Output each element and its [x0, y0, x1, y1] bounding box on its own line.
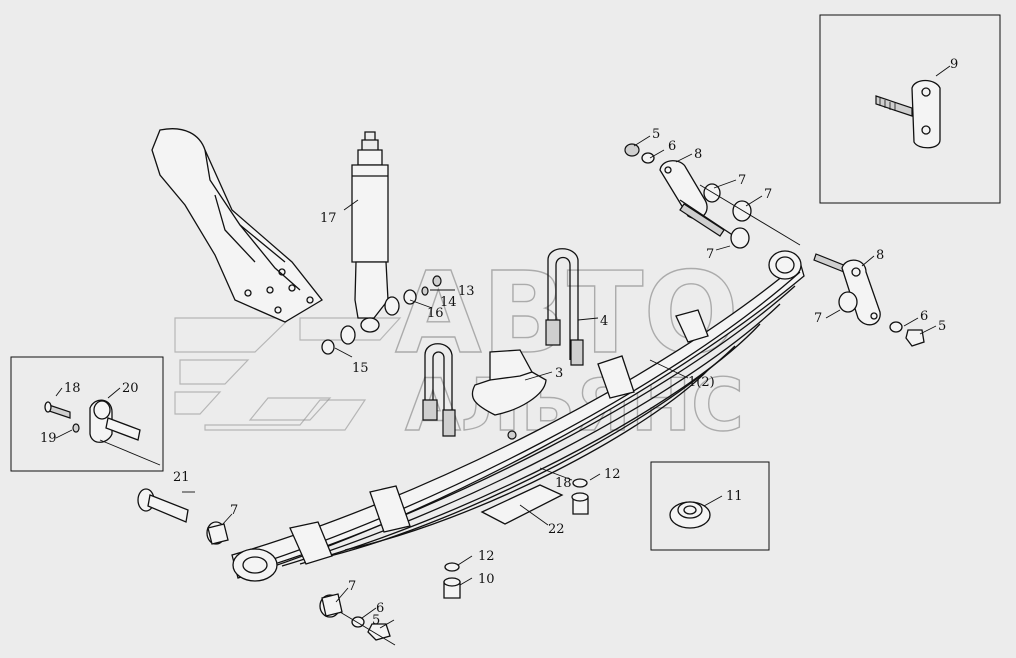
callout-18-spring: 18	[555, 476, 572, 491]
callout-20: 20	[122, 381, 139, 396]
callout-11: 11	[726, 489, 743, 504]
callout-5-upper: 5	[652, 127, 660, 142]
callout-8-upper: 8	[694, 147, 702, 162]
nuts-lower	[443, 478, 589, 599]
callout-6-lower: 6	[376, 601, 384, 616]
shackle-plate	[875, 79, 941, 149]
callout-19: 19	[40, 431, 57, 446]
callout-10: 10	[478, 572, 495, 587]
callout-4: 4	[600, 314, 608, 329]
leader-lines	[55, 65, 951, 629]
callout-3: 3	[555, 366, 563, 381]
callout-7-upper-c: 7	[706, 247, 714, 262]
callout-21: 21	[173, 470, 190, 485]
callout-17: 17	[320, 211, 337, 226]
callout-8-lower: 8	[876, 248, 884, 263]
callout-7-upper-b: 7	[764, 187, 772, 202]
inset-pin-assembly	[44, 399, 161, 466]
callout-7-front: 7	[230, 503, 238, 518]
callout-7-upper-a: 7	[738, 173, 746, 188]
front-pin	[137, 488, 229, 545]
leaf-spring	[231, 250, 805, 582]
frame-bracket	[151, 128, 323, 323]
shock-bushings	[321, 275, 442, 355]
u-bolts	[422, 248, 584, 437]
inset-box-11	[650, 461, 770, 551]
callout-5-rear: 5	[938, 319, 946, 334]
inset-box-18-20	[10, 356, 164, 472]
callout-13: 13	[458, 284, 475, 299]
callout-14: 14	[440, 295, 457, 310]
callout-7-lower: 7	[348, 579, 356, 594]
callout-7-rear: 7	[814, 311, 822, 326]
spring-pad	[480, 484, 564, 525]
inset-box-9	[819, 14, 1001, 204]
callout-22: 22	[548, 522, 565, 537]
shackle-lower	[813, 253, 925, 347]
spring-seat	[471, 349, 547, 440]
callout-6-upper: 6	[668, 139, 676, 154]
callout-1-2: 1(2)	[688, 375, 715, 390]
callout-5-lower: 5	[372, 613, 380, 628]
lower-hardware	[319, 593, 396, 646]
callout-6-rear: 6	[920, 309, 928, 324]
inset-flange-nut	[669, 501, 711, 529]
shock-absorber	[351, 131, 389, 333]
callout-9: 9	[950, 57, 958, 72]
callout-18-inset: 18	[64, 381, 81, 396]
callout-12-lower: 12	[478, 549, 495, 564]
shackle-upper	[624, 143, 801, 249]
callout-15: 15	[352, 361, 369, 376]
callout-16: 16	[427, 306, 444, 321]
callout-12-upper: 12	[604, 467, 621, 482]
